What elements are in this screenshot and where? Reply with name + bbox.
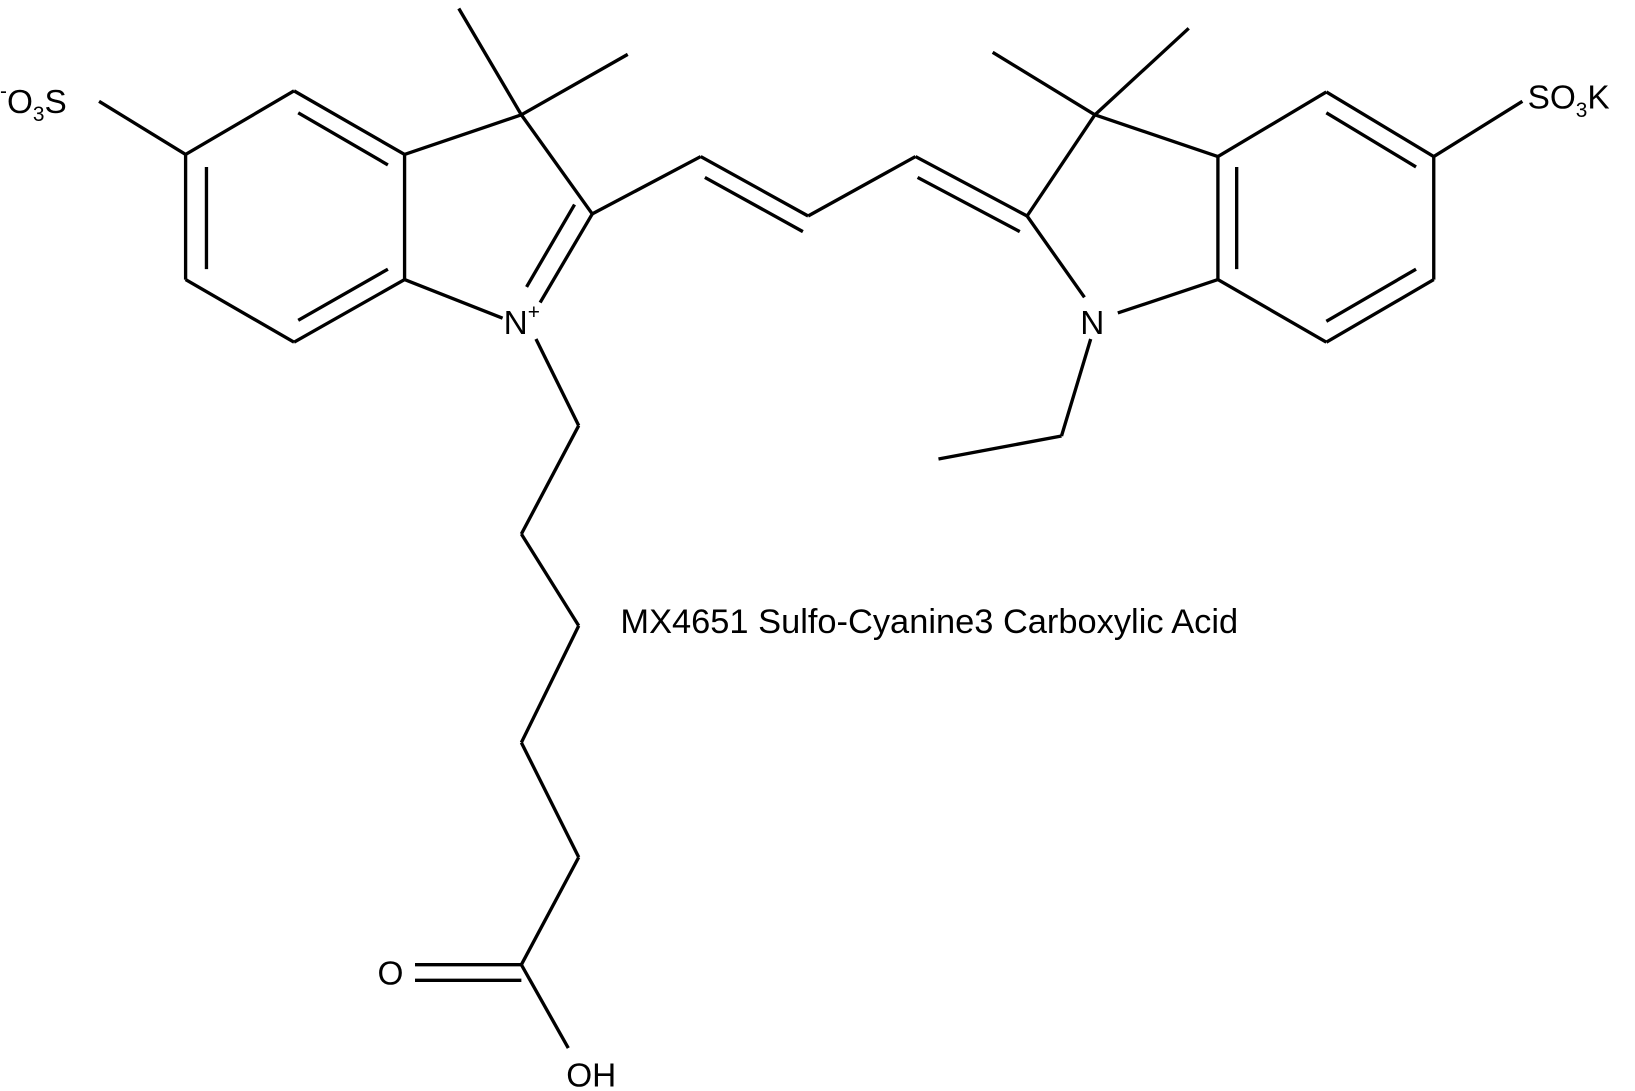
right-sulfonate-bond (1432, 99, 1524, 158)
right-five-ring (991, 27, 1219, 315)
n-label: N (1080, 305, 1104, 342)
carboxypentyl-chain (415, 338, 581, 1049)
carbonyl-oxygen-label: O (377, 955, 403, 992)
compound-caption: MX4651 Sulfo-Cyanine3 Carboxylic Acid (620, 603, 1238, 641)
hydroxyl-label: OH (566, 1058, 616, 1091)
right-benzene-ring (1216, 90, 1436, 344)
left-five-ring (403, 7, 629, 320)
left-sulfonate-label: -O3S (0, 80, 67, 126)
n-plus-label: N+ (504, 301, 540, 342)
right-sulfonate-label: SO3K (1528, 80, 1610, 122)
left-benzene-ring (183, 89, 407, 344)
ethyl-group (938, 338, 1093, 461)
left-sulfonate-bond (98, 99, 187, 156)
polymethine-bridge (591, 155, 1028, 234)
